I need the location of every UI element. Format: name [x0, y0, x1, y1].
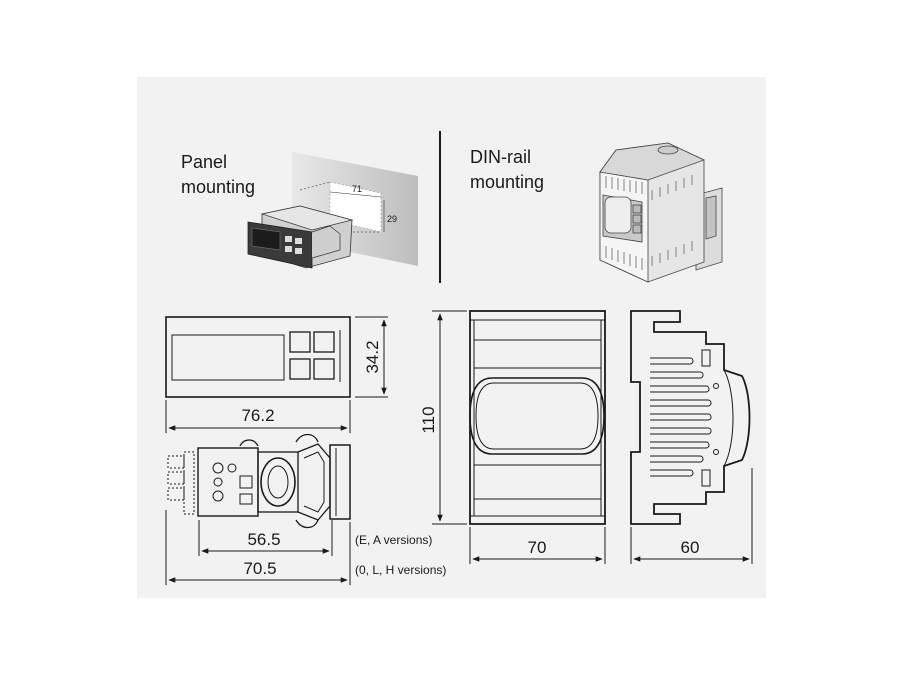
panel-mounting-label-line2: mounting: [181, 177, 255, 197]
din-rail-label-line1: DIN-rail: [470, 147, 531, 167]
panel-mounting-illustration: 71 29: [247, 152, 418, 269]
cutout-width-label: 71: [352, 184, 362, 194]
din-rail-label-line2: mounting: [470, 172, 544, 192]
panel-width-label: 76.2: [241, 406, 274, 425]
din-width-label: 70: [528, 538, 547, 557]
panel-front-view: [165, 316, 351, 398]
din-height-label: 110: [419, 406, 438, 433]
din-rail-illustration: [599, 142, 723, 283]
depth-ea-label: 56.5: [247, 530, 280, 549]
din-side-view: [630, 310, 751, 525]
din-depth-label: 60: [681, 538, 700, 557]
panel-mounting-label-line1: Panel: [181, 152, 227, 172]
din-front-view: [469, 310, 606, 525]
olh-versions-note: (0, L, H versions): [355, 563, 446, 577]
cutout-height-label: 29: [387, 214, 397, 224]
ea-versions-note: (E, A versions): [355, 533, 432, 547]
panel-side-view: [167, 433, 351, 529]
depth-olh-label: 70.5: [243, 559, 276, 578]
panel-height-label: 34.2: [363, 340, 382, 373]
